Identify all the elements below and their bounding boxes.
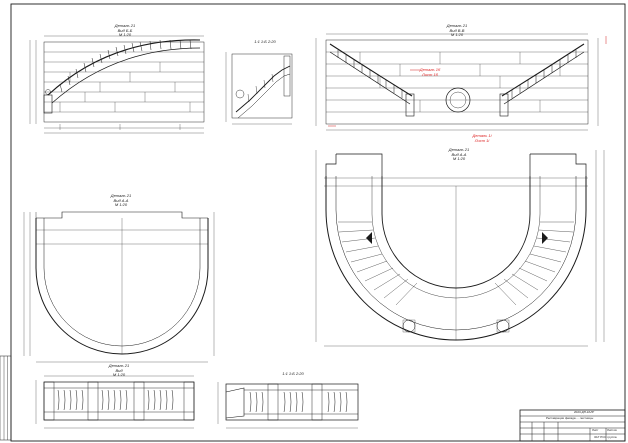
title-block-code: 2023-ДП-КАЛГ	[574, 410, 595, 414]
direction-arrows	[366, 232, 548, 244]
view-title-text: Деталь 21	[446, 23, 468, 28]
view-title-text: Деталь 21	[114, 23, 136, 28]
view-title-text: 1:1 1:Б 2:20	[254, 39, 276, 44]
view-title-text: 1:1 1:Б 2:20	[282, 371, 304, 376]
view-section-text: Вид	[115, 367, 123, 373]
view-scale-text: М 1:20	[450, 32, 464, 38]
view-u-plan-left	[23, 211, 215, 363]
view-section-text: Вид В-В	[449, 27, 465, 33]
view-small-section-1	[225, 52, 293, 125]
view-title: Деталь 21 Вид А-А М 1:20	[96, 193, 146, 208]
callout-sub: Лист 1i	[474, 137, 490, 143]
view-title: 1:1 1:Б 2:20	[240, 39, 290, 45]
title-block-sheet: Лист	[592, 428, 599, 432]
view-scale-text: М 1:20	[112, 372, 126, 378]
view-title: Деталь 21 Вид В-В М 1:20	[432, 23, 482, 38]
view-scale-text: М 1:20	[118, 32, 132, 38]
title-block-org: ЗАГ РСС группа	[594, 435, 617, 439]
view-railing-elevation	[35, 375, 195, 429]
view-stair-elevation-left	[29, 35, 205, 134]
view-section-text: Вид Б-Б	[117, 27, 133, 33]
binding-strip	[0, 355, 12, 441]
callout-text: Деталь 1i	[472, 133, 492, 138]
view-title: Деталь 21 Вид М 1:20	[94, 363, 144, 378]
title-block	[519, 409, 626, 442]
detail-callout: Деталь 1б Лист 1б	[418, 67, 442, 77]
view-title-text: Деталь 21	[448, 147, 470, 152]
red-section-marks	[328, 36, 607, 127]
detail-callout: Деталь 1i Лист 1i	[470, 133, 494, 143]
sheet-border	[10, 3, 626, 442]
view-title-text: Деталь 21	[108, 363, 130, 368]
view-section-text: Вид А-А	[451, 151, 467, 157]
view-scale-text: М 1:20	[114, 202, 128, 208]
title-block-sheets: Листов	[607, 428, 617, 432]
callout-sub: Лист 1б	[422, 71, 438, 77]
view-title: Деталь 21 Вид А-А М 1:20	[434, 147, 484, 162]
view-title: Деталь 21 Вид Б-Б М 1:20	[100, 23, 150, 38]
view-stair-elevation-right	[315, 33, 599, 131]
title-block-description: Реставрация фасада ... лестницы	[546, 416, 594, 420]
view-title-text: Деталь 21	[110, 193, 132, 198]
callout-text: Деталь 1б	[419, 67, 441, 72]
view-title: 1:1 1:Б 2:20	[268, 371, 318, 377]
view-u-stair-plan	[315, 150, 605, 347]
view-scale-text: М 1:20	[452, 156, 466, 162]
view-railing-section	[217, 382, 359, 429]
view-section-text: Вид А-А	[113, 197, 129, 203]
